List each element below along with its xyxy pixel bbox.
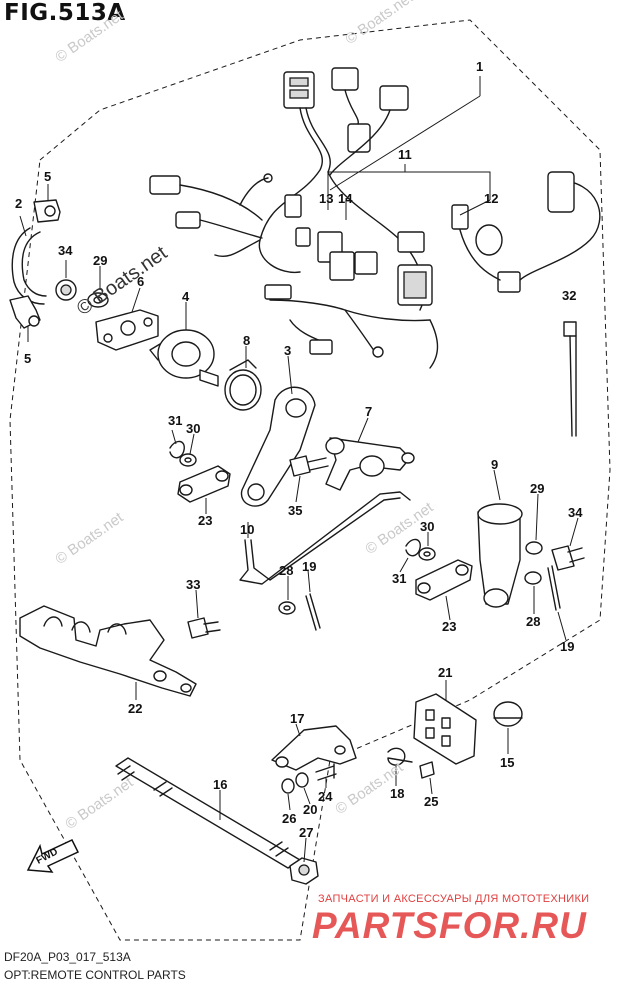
callout-9: 9 [491, 457, 499, 472]
washer-29-right [525, 541, 543, 555]
callout-11: 11 [398, 147, 412, 162]
callout-35: 35 [288, 503, 303, 518]
callout-4: 4 [182, 289, 190, 304]
callout-14: 14 [338, 191, 353, 206]
bracket [95, 309, 159, 351]
callout-5-lower: 5 [24, 351, 32, 366]
spring [224, 359, 262, 411]
bolt-35 [289, 455, 329, 477]
pin-19-left [305, 593, 321, 631]
callout-5-upper: 5 [44, 169, 52, 184]
callout-31-right: 31 [392, 571, 407, 586]
callout-7: 7 [365, 404, 373, 419]
callout-23-right: 23 [442, 619, 457, 634]
rod [239, 491, 411, 585]
callout-21: 21 [438, 665, 453, 680]
callout-19-right: 19 [560, 639, 575, 654]
leader-lines [19, 76, 579, 863]
bolt-33 [187, 617, 221, 639]
callout-13: 13 [319, 191, 334, 206]
washer-28-left [278, 601, 296, 615]
callout-22: 22 [128, 701, 143, 716]
washer-28-right [524, 571, 542, 585]
link-23-left [177, 465, 231, 503]
link-23-right [415, 559, 473, 601]
callout-20: 20 [303, 802, 318, 817]
callout-27: 27 [299, 825, 314, 840]
callout-12: 12 [484, 191, 499, 206]
callout-30-left: 30 [186, 421, 201, 436]
clamp-18 [387, 747, 413, 766]
figure-title: FIG.513A [4, 0, 126, 26]
cap-15 [493, 701, 523, 727]
pad-21 [413, 693, 477, 765]
clip-lower [9, 295, 41, 329]
plate-17 [271, 725, 357, 771]
callout-18: 18 [390, 786, 405, 801]
callout-6: 6 [137, 274, 145, 289]
washer-upper [87, 292, 109, 308]
callout-34-upper: 34 [58, 243, 73, 258]
lever-right [477, 503, 523, 608]
shop-logo: PARTSFOR.RU [312, 905, 587, 946]
washer-30-left [179, 453, 197, 467]
callout-23-left: 23 [198, 513, 213, 528]
callout-26: 26 [282, 811, 297, 826]
assembly-outline [9, 19, 611, 941]
callout-28-left: 28 [279, 563, 294, 578]
wiring-harness [149, 67, 601, 369]
callout-8: 8 [243, 333, 251, 348]
callout-15: 15 [500, 755, 515, 770]
bolt-24 [315, 763, 337, 781]
nut-27 [289, 857, 319, 885]
callout-17: 17 [290, 711, 305, 726]
base-bracket [19, 605, 197, 697]
shaft [115, 757, 301, 869]
callout-30-right: 30 [420, 519, 435, 534]
bolt-34-right [551, 545, 585, 571]
callout-31-left: 31 [168, 413, 183, 428]
forward-arrow-icon [26, 839, 80, 873]
callout-33: 33 [186, 577, 201, 592]
callout-34-right: 34 [568, 505, 583, 520]
throttle-housing [149, 329, 219, 387]
callout-32: 32 [562, 288, 577, 303]
screw-25 [419, 761, 435, 779]
callout-3: 3 [284, 343, 292, 358]
washer-20 [295, 772, 309, 788]
callout-10: 10 [240, 522, 255, 537]
callout-2: 2 [15, 196, 23, 211]
washer-30-right [418, 547, 436, 561]
callout-19-left: 19 [302, 559, 317, 574]
callout-25: 25 [424, 794, 439, 809]
callout-29-right: 29 [530, 481, 545, 496]
nut-26 [281, 778, 295, 794]
arm [325, 437, 415, 491]
shop-caption: ЗАПЧАСТИ И АКСЕССУАРЫ ДЛЯ МОТОТЕХНИКИ [318, 893, 590, 905]
cable-tie [563, 321, 577, 437]
figure-name: OPT:REMOTE CONTROL PARTS [4, 968, 186, 982]
callout-16: 16 [213, 777, 228, 792]
clip-upper [33, 199, 61, 223]
callout-28-right: 28 [526, 614, 541, 629]
clip-31-right [405, 538, 421, 557]
callout-1: 1 [476, 59, 484, 74]
callout-24: 24 [318, 789, 333, 804]
pin-19-right [547, 565, 561, 611]
bolt-upper [55, 279, 77, 301]
callout-29-upper: 29 [93, 253, 108, 268]
figure-code: DF20A_P03_017_513A [4, 950, 131, 964]
lever [240, 386, 316, 507]
hose [11, 227, 47, 305]
